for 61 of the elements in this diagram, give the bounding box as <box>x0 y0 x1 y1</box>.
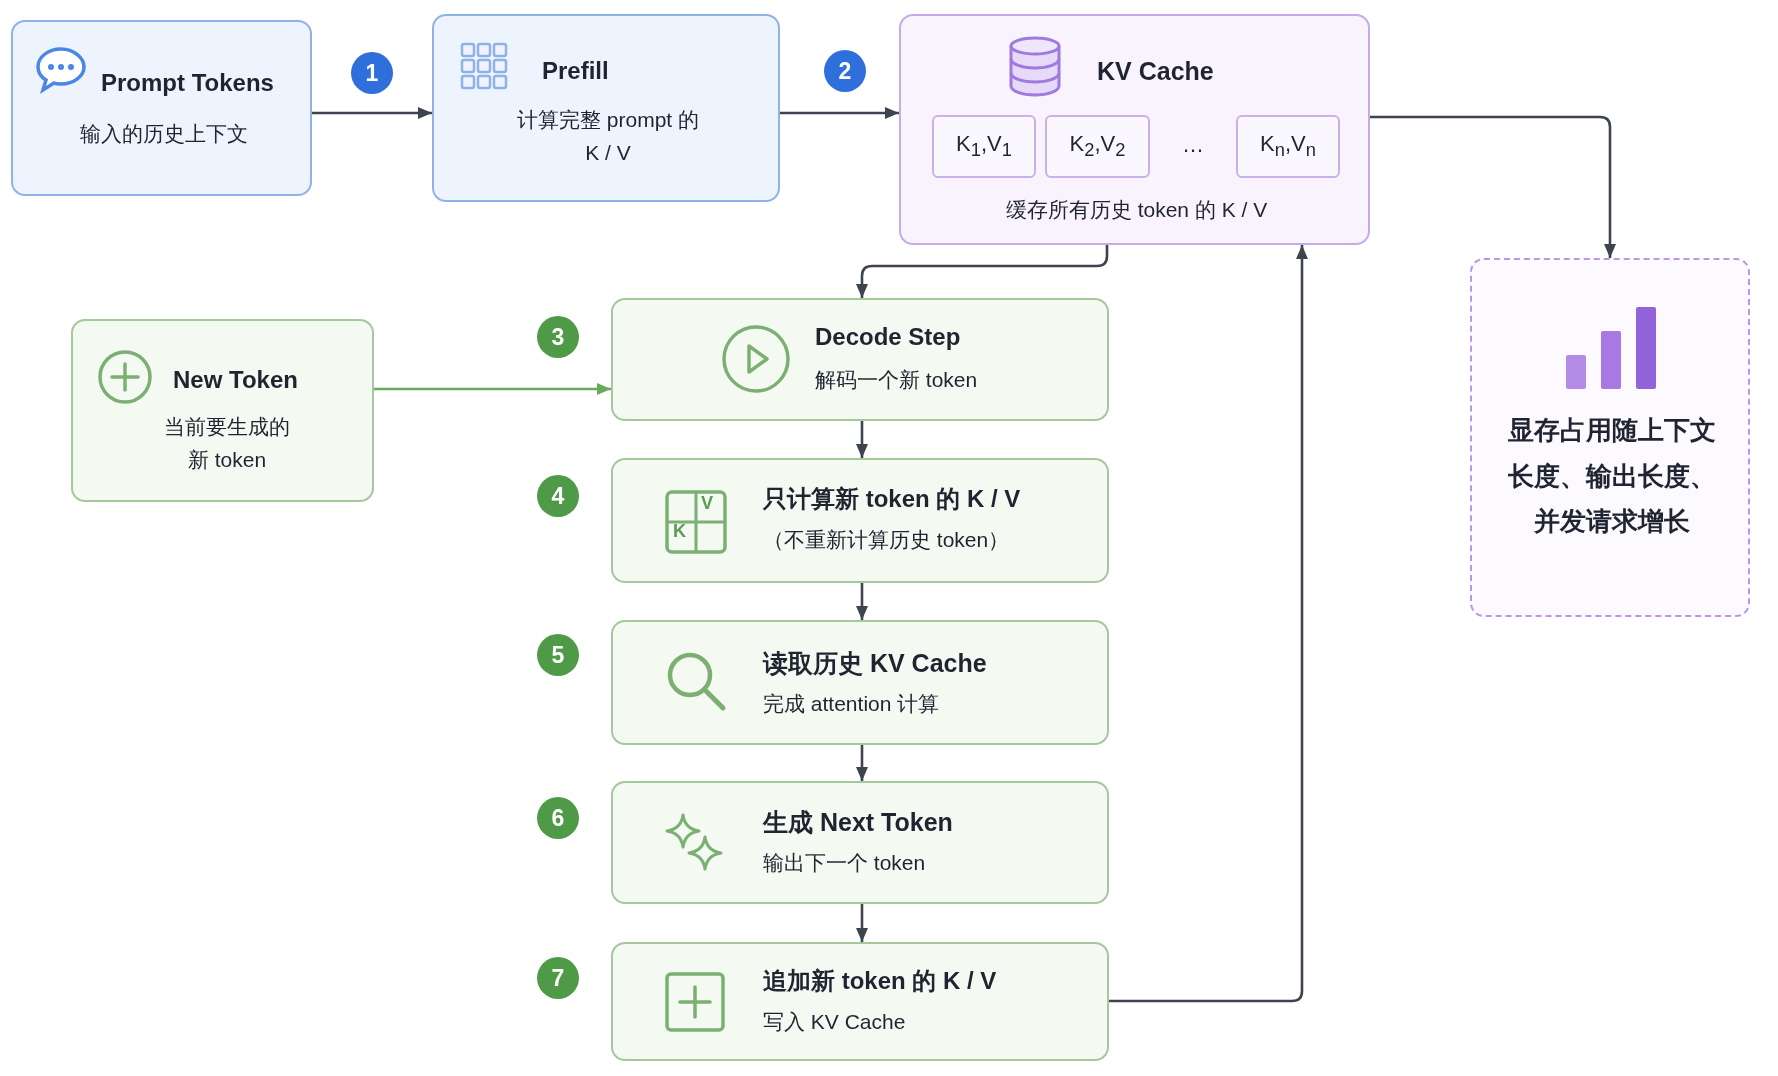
step-number: 6 <box>551 804 565 832</box>
arrow <box>312 107 432 119</box>
node-subtitle: 当前要生成的新 token <box>163 414 291 473</box>
node-title: New Token <box>173 365 299 395</box>
node-subtitle: 计算完整 prompt 的 K / V <box>516 107 700 166</box>
kv-pair-box <box>1236 115 1340 178</box>
step-number: 4 <box>551 482 565 510</box>
arrow <box>856 583 868 620</box>
icon-letter: V <box>701 494 714 513</box>
kv-pair-text: K$_{2}$,V$_{2}$ <box>1069 131 1126 162</box>
node-subtitle: （不重新计算历史 token） <box>763 527 1011 553</box>
kv-pair-box <box>1045 115 1150 178</box>
arrow <box>856 745 868 781</box>
node-subtitle: 解码一个新 token <box>815 367 979 393</box>
number-badge <box>824 50 866 92</box>
node-subtitle: 输出下一个 token <box>763 850 927 876</box>
step-box <box>611 298 1109 421</box>
note-text: 显存占用随上下文长度、输出长度、并发请求增长 <box>1507 414 1717 538</box>
number-badge <box>537 634 579 676</box>
node-subtitle: 输入的历史上下文 <box>78 121 249 147</box>
number-badge <box>351 52 393 94</box>
node-title: KV Cache <box>1097 56 1215 87</box>
node-title: 读取历史 KV Cache <box>763 648 988 679</box>
icon-letter: K <box>673 522 687 541</box>
step-number: 3 <box>551 323 565 351</box>
input-box <box>71 319 374 502</box>
step-number: 1 <box>365 59 379 87</box>
number-badge <box>537 475 579 517</box>
step-number: 2 <box>838 57 852 85</box>
arrow <box>1370 115 1616 258</box>
node-subtitle: 写入 KV Cache <box>763 1009 907 1035</box>
node-title: Prompt Tokens <box>101 68 275 98</box>
kv-pair-text: K$_{1}$,V$_{1}$ <box>956 131 1012 162</box>
step-number: 5 <box>551 641 565 669</box>
node-title: Decode Step <box>815 322 962 352</box>
process-box <box>432 14 780 202</box>
cache-box <box>899 14 1370 245</box>
note-box <box>1470 258 1750 617</box>
step-box <box>611 458 1109 583</box>
node-title: 追加新 token 的 K / V <box>763 966 998 996</box>
node-title: Prefill <box>542 56 610 86</box>
node-title: 生成 Next Token <box>763 807 954 838</box>
kv-pair-text: K$_{n}$,V$_{n}$ <box>1260 131 1316 162</box>
step-box <box>611 781 1109 904</box>
ellipsis-text: … <box>1181 131 1205 159</box>
number-badge <box>537 957 579 999</box>
arrow <box>856 421 868 458</box>
node-subtitle: 完成 attention 计算 <box>763 691 941 717</box>
arrow <box>1109 245 1308 1003</box>
step-box <box>611 942 1109 1061</box>
kv-pair-box <box>932 115 1036 178</box>
node-title: 只计算新 token 的 K / V <box>763 484 1022 514</box>
node-subtitle: 缓存所有历史 token 的 K / V <box>1004 197 1269 223</box>
step-number: 7 <box>551 964 565 992</box>
input-box <box>11 20 312 196</box>
arrow <box>856 904 868 942</box>
arrow <box>780 107 899 119</box>
arrow <box>374 383 611 395</box>
number-badge <box>537 797 579 839</box>
number-badge <box>537 316 579 358</box>
step-box <box>611 620 1109 745</box>
